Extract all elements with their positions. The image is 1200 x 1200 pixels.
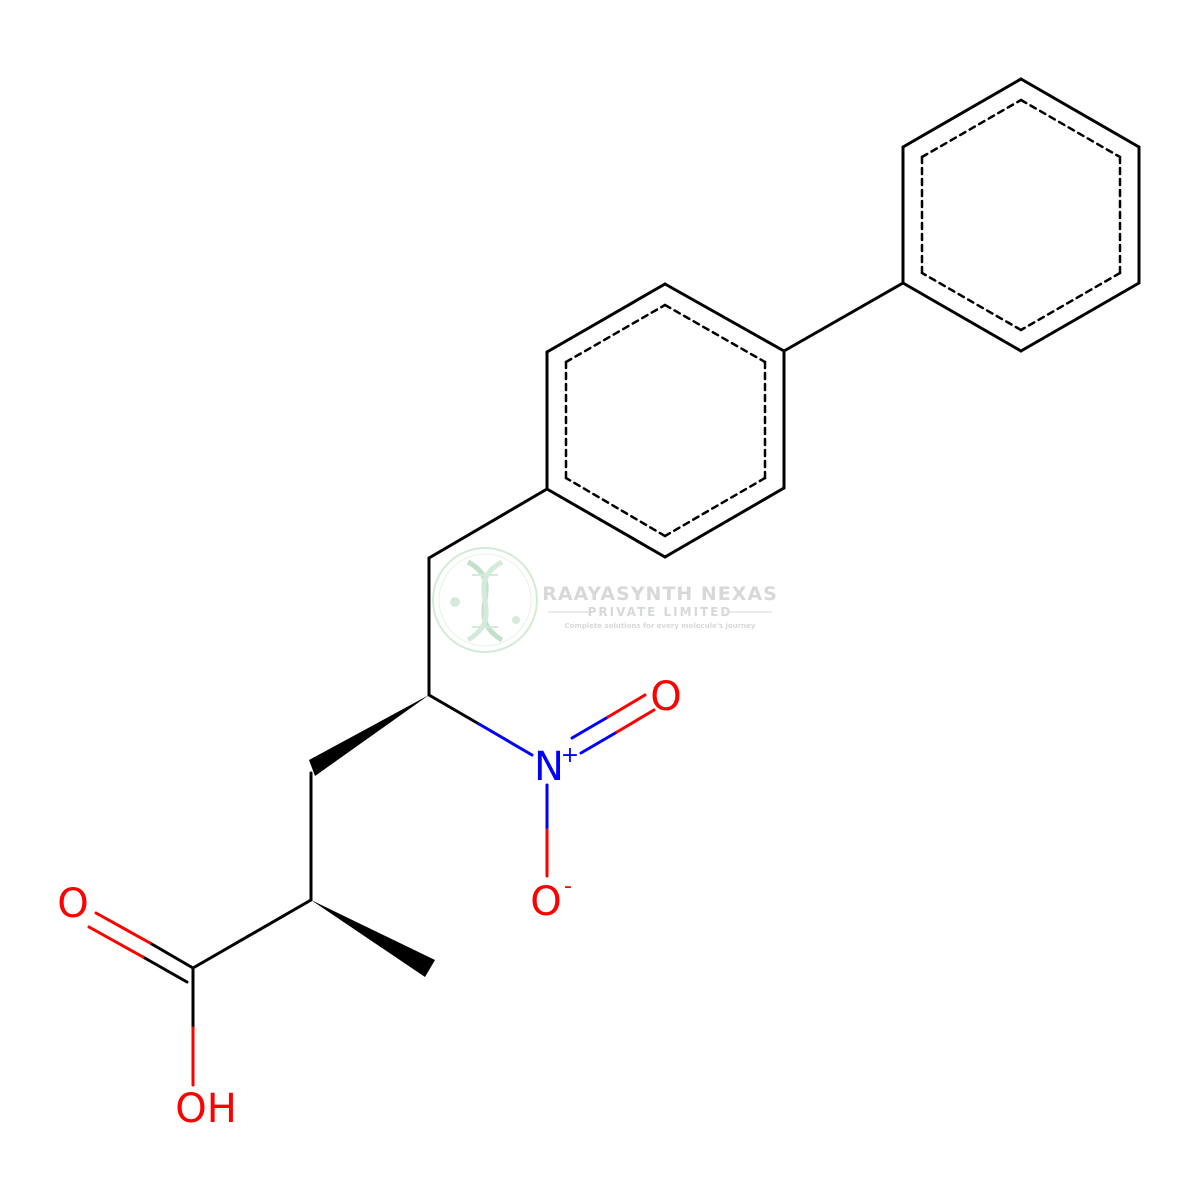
phenyl-ring-inner xyxy=(545,282,786,559)
watermark-title: RAAYASYNTH NEXAS xyxy=(542,583,778,605)
biaryl-bond xyxy=(782,281,905,353)
carbonyl-oxygen-label: O xyxy=(57,881,88,927)
watermark: RAAYASYNTH NEXAS PRIVATE LIMITED Complet… xyxy=(432,547,778,653)
nitro-bonds xyxy=(427,693,656,878)
bonds xyxy=(191,77,1141,970)
nitro-oxygen-single-label: O xyxy=(530,879,561,925)
nitrogen-atom-label: N xyxy=(534,744,564,790)
nitro-oxygen-charge-label: - xyxy=(564,874,572,899)
hydroxyl-group-label: OH xyxy=(175,1086,237,1132)
watermark-tagline: Complete solutions for every molecule's … xyxy=(565,622,756,630)
watermark-subtitle: PRIVATE LIMITED xyxy=(588,605,733,619)
dna-helix-icon xyxy=(432,547,538,653)
nitro-oxygen-double-label: O xyxy=(650,674,681,720)
atom-labels: N + O O - O OH xyxy=(57,674,681,1132)
alpha-carboxyl-bond xyxy=(191,898,313,970)
phenyl-ring-terminal xyxy=(901,77,1141,353)
carboxyl-bonds xyxy=(87,911,195,1087)
ring-ch2-bond xyxy=(427,487,549,560)
nitrogen-charge-label: + xyxy=(561,743,579,768)
wedge-bond-ch-ch2 xyxy=(309,695,429,776)
wedge-bond-methyl xyxy=(311,900,435,977)
